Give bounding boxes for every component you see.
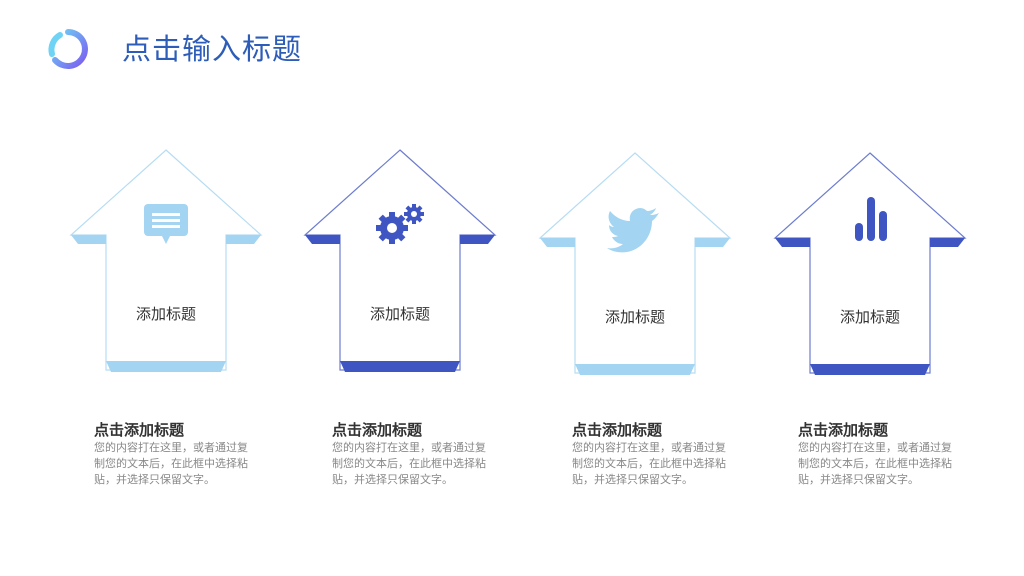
description-body: 您的内容打在这里，或者通过复 制您的文本后，在此框中选择粘 贴，并选择只保留文字… (94, 441, 248, 486)
arrow-shape (69, 149, 263, 372)
description-block-4[interactable]: 点击添加标题 您的内容打在这里，或者通过复 制您的文本后，在此框中选择粘 贴，并… (798, 420, 998, 488)
page-title[interactable]: 点击输入标题 (122, 32, 303, 66)
arrow-card-1[interactable]: 添加标题 (66, 145, 266, 380)
description-title: 点击添加标题 (94, 421, 185, 439)
chat-bubble-icon (144, 204, 188, 244)
description-body: 您的内容打在这里，或者通过复 制您的文本后，在此框中选择粘 贴，并选择只保留文字… (798, 441, 952, 486)
arrow-card-2[interactable]: 添加标题 (300, 145, 500, 380)
description-block-3[interactable]: 点击添加标题 您的内容打在这里，或者通过复 制您的文本后，在此框中选择粘 贴，并… (572, 420, 772, 488)
card-label: 添加标题 (135, 305, 196, 323)
gears-icon (376, 204, 424, 244)
card-label: 添加标题 (604, 308, 665, 326)
description-body: 您的内容打在这里，或者通过复 制您的文本后，在此框中选择粘 贴，并选择只保留文字… (572, 441, 726, 486)
arrow-shape (538, 152, 732, 375)
arrow-shape (303, 149, 497, 372)
card-label: 添加标题 (369, 305, 430, 323)
bar-chart-icon (855, 197, 887, 241)
logo-ring-icon (48, 29, 88, 69)
arrow-shape (773, 152, 967, 375)
arrow-card-3[interactable]: 添加标题 (535, 145, 735, 380)
description-title: 点击添加标题 (572, 421, 663, 439)
description-title: 点击添加标题 (332, 421, 423, 439)
twitter-bird-icon (607, 207, 659, 253)
description-block-2[interactable]: 点击添加标题 您的内容打在这里，或者通过复 制您的文本后，在此框中选择粘 贴，并… (332, 420, 532, 488)
description-block-1[interactable]: 点击添加标题 您的内容打在这里，或者通过复 制您的文本后，在此框中选择粘 贴，并… (94, 420, 294, 488)
description-title: 点击添加标题 (798, 421, 889, 439)
card-label: 添加标题 (839, 308, 900, 326)
description-body: 您的内容打在这里，或者通过复 制您的文本后，在此框中选择粘 贴，并选择只保留文字… (332, 441, 486, 486)
arrow-card-4[interactable]: 添加标题 (770, 145, 970, 380)
